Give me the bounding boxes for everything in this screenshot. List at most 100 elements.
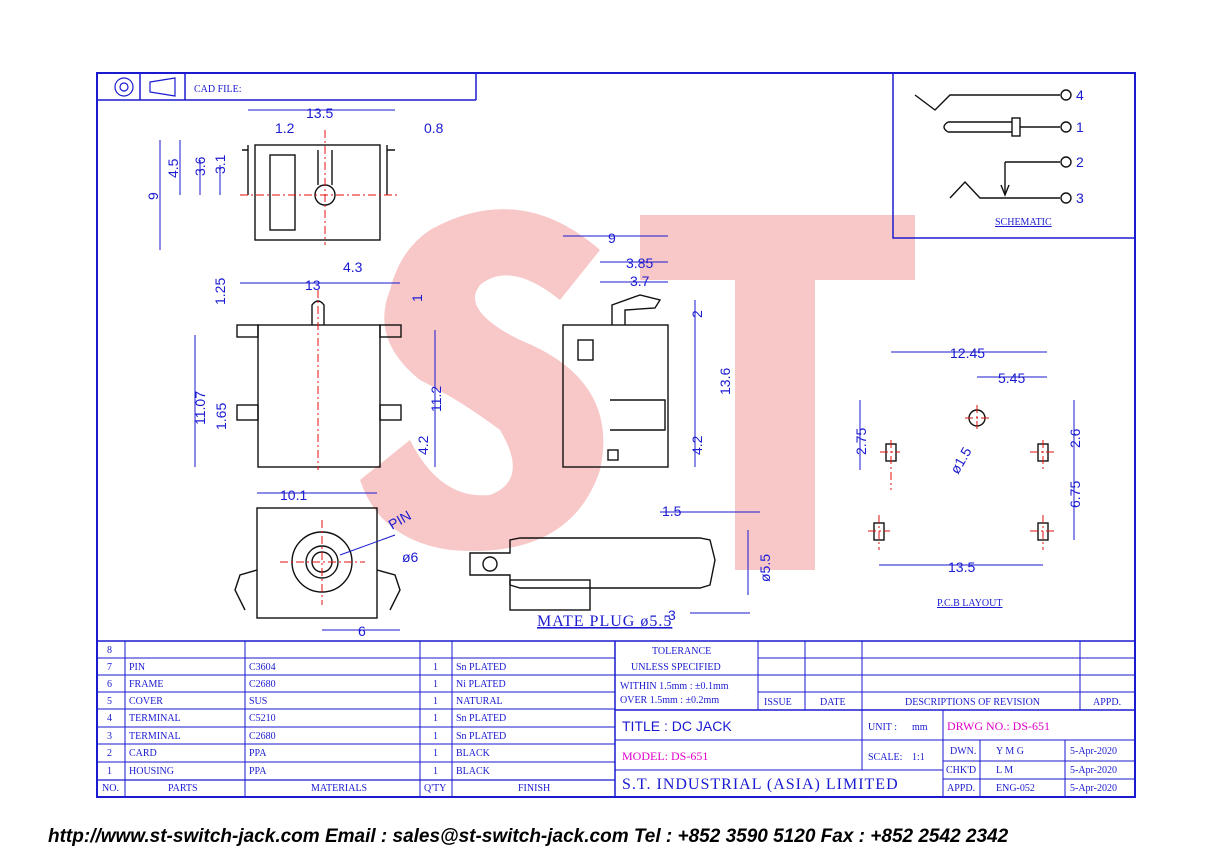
dim-4-2-side: 4.2 (689, 435, 705, 455)
contact-footer: http://www.st-switch-jack.com Email : sa… (48, 826, 1009, 847)
tolerance-revision-block: TOLERANCE UNLESS SPECIFIED WITHIN 1.5mm … (615, 641, 1135, 711)
dim-dia-6: ø6 (402, 549, 419, 565)
bom-part: TERMINAL (129, 713, 181, 724)
bom-no: 4 (107, 713, 112, 724)
dim-0-8: 0.8 (424, 120, 444, 136)
bom-header-finish: FINISH (518, 783, 550, 794)
bom-finish: Sn PLATED (456, 713, 506, 724)
dim-1-5: 1.5 (662, 503, 682, 519)
mate-plug-label: MATE PLUG ø5.5 (537, 613, 672, 630)
unit-label: UNIT : (868, 722, 897, 733)
schematic-pin-1: 1 (1076, 119, 1084, 135)
dim-3-6: 3.6 (192, 156, 208, 176)
dim-4-2-front: 4.2 (415, 435, 431, 455)
bom-no: 2 (107, 748, 112, 759)
bom-material: C2680 (249, 679, 276, 690)
scale-value: 1:1 (912, 752, 925, 763)
bom-qty: 1 (433, 679, 438, 690)
bom-qty: 1 (433, 662, 438, 673)
model-text: MODEL: DS-651 (622, 749, 708, 763)
front-view: 13 1.25 1 11.07 11.2 1.65 4.2 (192, 277, 444, 470)
revision-description: DESCRIPTIONS OF REVISION (905, 697, 1040, 708)
dim-4-3: 4.3 (343, 259, 363, 275)
drawing-frame (96, 72, 1136, 798)
dim-1-2: 1.2 (275, 120, 295, 136)
bom-material: SUS (249, 696, 267, 707)
dim-9: 9 (145, 192, 161, 200)
unit-value: mm (912, 722, 928, 733)
appd-value: ENG-052 (996, 783, 1035, 794)
dim-13-6: 13.6 (717, 368, 733, 395)
dim-2-75: 2.75 (853, 428, 869, 455)
bom-qty: 1 (433, 731, 438, 742)
appd-date: 5-Apr-2020 (1070, 783, 1117, 794)
dim-13-5: 13.5 (306, 105, 333, 121)
bom-qty: 1 (433, 748, 438, 759)
bom-part: PIN (129, 662, 145, 673)
projection-cone-icon (149, 77, 176, 97)
bom-header-no: NO. (102, 783, 119, 794)
bom-no: 7 (107, 662, 112, 673)
bom-material: C3604 (249, 662, 276, 673)
cad-header: CAD FILE: (97, 73, 477, 101)
bom-no: 1 (107, 766, 112, 777)
bom-qty: 1 (433, 696, 438, 707)
dim-5-45: 5.45 (998, 370, 1025, 386)
dim-11-2: 11.2 (428, 386, 444, 412)
schematic-pin-2: 2 (1076, 154, 1084, 170)
bom-no: 8 (107, 645, 112, 656)
dim-13-5-pcb: 13.5 (948, 559, 975, 575)
bom-material: PPA (249, 748, 267, 759)
cad-file-label: CAD FILE: (194, 84, 242, 95)
appd-label: APPD. (947, 783, 975, 794)
dwn-value: Y M G (996, 746, 1024, 757)
chkd-date: 5-Apr-2020 (1070, 765, 1117, 776)
bottom-view: 10.1 PIN ø6 6 (234, 487, 419, 639)
bom-finish: NATURAL (456, 696, 503, 707)
dim-4-5: 4.5 (165, 158, 181, 178)
bom-qty: 1 (433, 713, 438, 724)
scale-label: SCALE: (868, 752, 902, 763)
bom-finish: Ni PLATED (456, 679, 506, 690)
dim-3-85: 3.85 (626, 255, 653, 271)
dim-6-75: 6.75 (1067, 481, 1083, 508)
schematic-label: SCHEMATIC (995, 217, 1052, 228)
chkd-label: CHK'D (946, 765, 976, 776)
bom-material: PPA (249, 766, 267, 777)
title-text: TITLE : DC JACK (622, 718, 732, 734)
dim-1: 1 (409, 294, 425, 302)
dim-3-7: 3.7 (630, 273, 650, 289)
revision-issue: ISSUE (764, 697, 792, 708)
dim-13: 13 (305, 277, 321, 293)
company-name: S.T. INDUSTRIAL (ASIA) LIMITED (622, 776, 899, 793)
bom-part: FRAME (129, 679, 163, 690)
bom-finish: BLACK (456, 766, 491, 777)
pcb-layout-label: P.C.B LAYOUT (937, 598, 1002, 609)
dim-1-65: 1.65 (213, 403, 229, 430)
dim-2: 2 (689, 310, 705, 318)
bom-finish: Sn PLATED (456, 731, 506, 742)
side-view: 9 3.85 3.7 2 13.6 4.2 (562, 230, 733, 468)
pcb-layout: 12.45 5.45 2.75 2.6 ø1.5 6.75 13.5 P.C.B… (853, 345, 1083, 609)
dim-2-6: 2.6 (1067, 428, 1083, 448)
bom-no: 5 (107, 696, 112, 707)
dim-9-side: 9 (608, 230, 616, 246)
chkd-value: L M (996, 765, 1013, 776)
bom-header-materials: MATERIALS (311, 783, 367, 794)
bom-finish: BLACK (456, 748, 491, 759)
dim-1-25: 1.25 (212, 278, 228, 305)
bom-no: 6 (107, 679, 112, 690)
bom-material: C2680 (249, 731, 276, 742)
bom-part: TERMINAL (129, 731, 181, 742)
st-watermark (360, 209, 915, 570)
bom-finish: Sn PLATED (456, 662, 506, 673)
revision-appd: APPD. (1093, 697, 1121, 708)
dim-12-45: 12.45 (950, 345, 985, 361)
tolerance-subtitle: UNLESS SPECIFIED (631, 662, 721, 673)
dim-dia-1-5: ø1.5 (947, 444, 975, 476)
title-block: TITLE : DC JACK UNIT : mm DRWG NO.: DS-6… (615, 710, 1135, 797)
mate-plug: 1.5 ø5.5 3 MATE PLUG ø5.5 (469, 503, 773, 630)
projection-circle-icon (114, 77, 134, 97)
dwn-label: DWN. (950, 746, 976, 757)
